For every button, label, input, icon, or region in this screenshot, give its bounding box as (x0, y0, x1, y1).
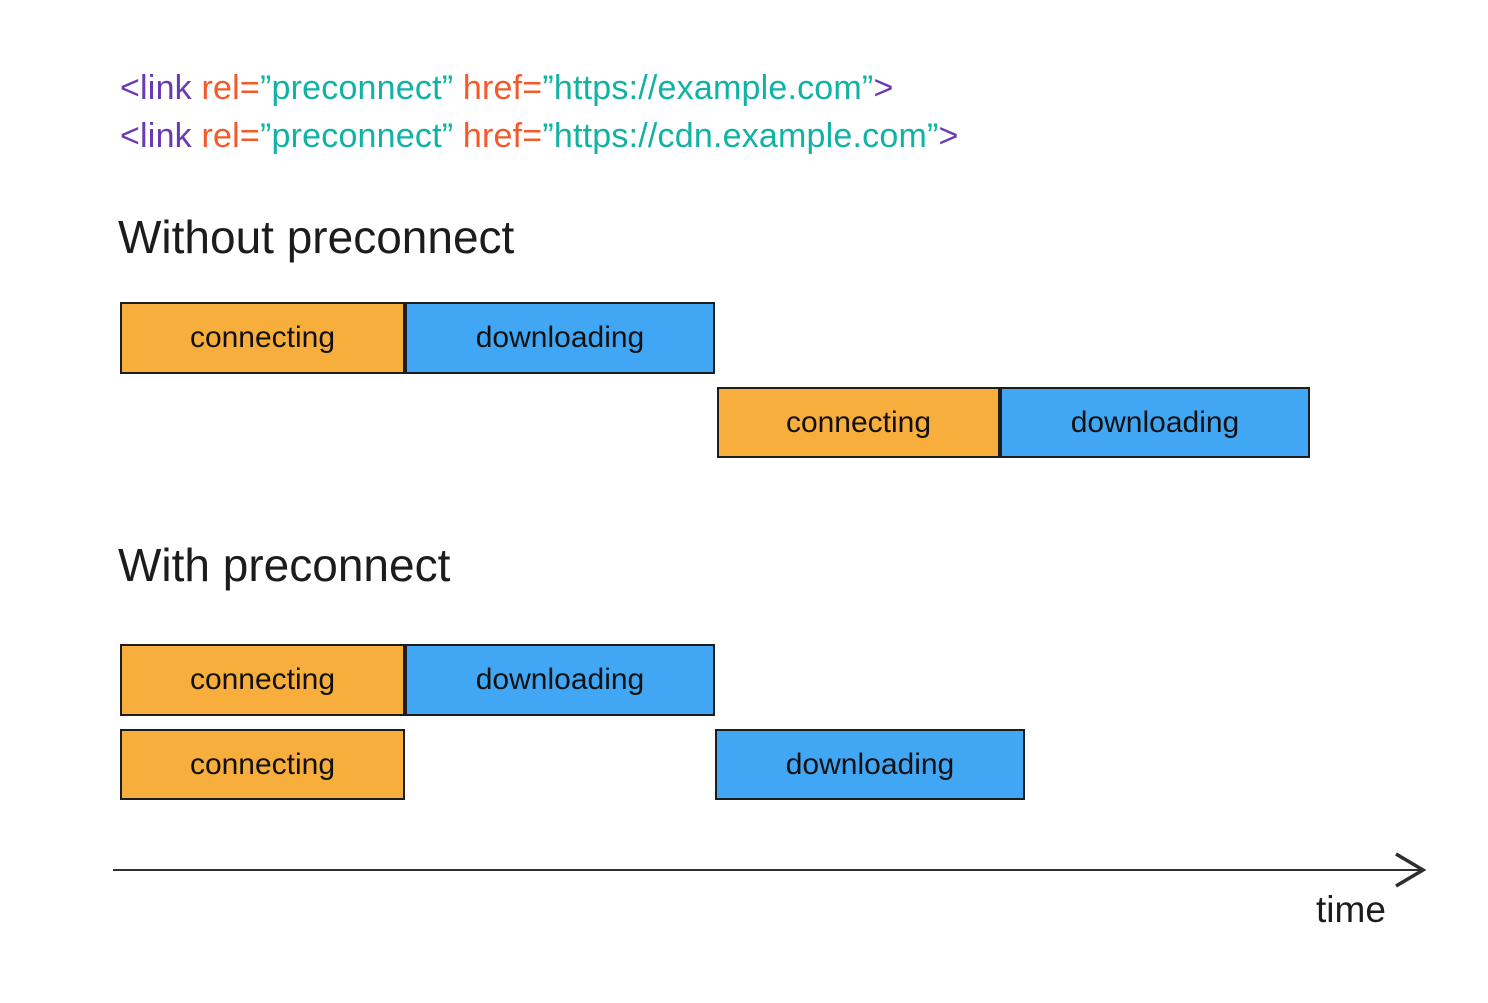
code-segment: <link (120, 69, 202, 107)
bar-downloading: downloading (405, 644, 715, 716)
time-axis-line (113, 869, 1421, 871)
section-title-without-preconnect: Without preconnect (118, 211, 515, 263)
code-snippet: <link rel=”preconnect” href=”https://exa… (120, 64, 959, 160)
code-segment: rel= (201, 117, 260, 155)
code-line: <link rel=”preconnect” href=”https://cdn… (120, 112, 959, 160)
bar-connecting: connecting (717, 387, 1000, 458)
code-segment: href= (453, 117, 543, 155)
bar-downloading: downloading (405, 302, 715, 374)
code-segment: > (873, 69, 894, 107)
bar-connecting: connecting (120, 729, 405, 800)
code-segment: ”https://cdn.example.com” (542, 117, 939, 155)
code-segment: ”preconnect” (259, 69, 454, 107)
code-segment: rel= (201, 69, 260, 107)
code-segment: ”https://example.com” (542, 69, 874, 107)
bar-downloading: downloading (715, 729, 1025, 800)
code-segment: <link (120, 117, 202, 155)
time-axis-label: time (1316, 889, 1386, 930)
code-segment: ”preconnect” (259, 117, 454, 155)
section-title-with-preconnect: With preconnect (118, 539, 451, 591)
code-line: <link rel=”preconnect” href=”https://exa… (120, 64, 959, 112)
bar-connecting: connecting (120, 644, 405, 716)
code-segment: > (938, 117, 959, 155)
bar-connecting: connecting (120, 302, 405, 374)
code-segment: href= (453, 69, 543, 107)
bar-downloading: downloading (1000, 387, 1310, 458)
time-axis-arrowhead-icon (1395, 852, 1427, 888)
